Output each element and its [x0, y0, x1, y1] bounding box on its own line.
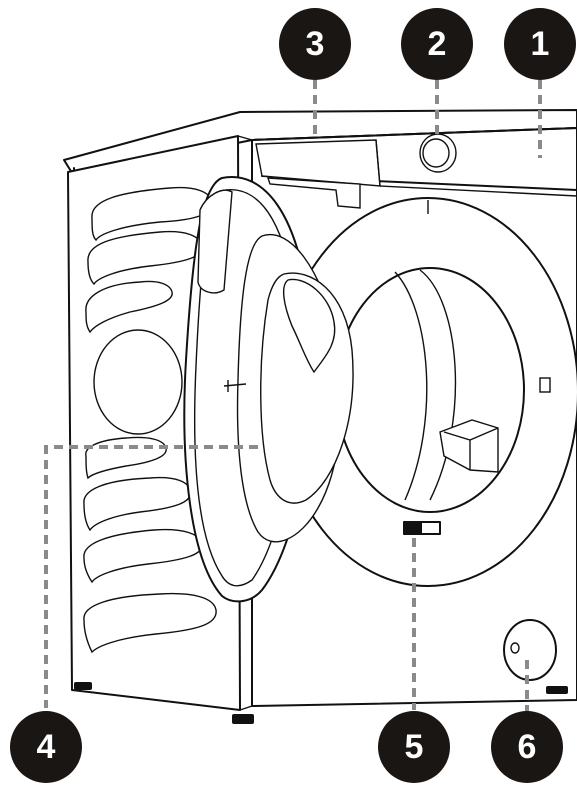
callout-4: 4	[10, 711, 82, 783]
leader-lines	[44, 80, 542, 712]
washing-machine	[63, 109, 577, 724]
callout-1-label: 1	[531, 25, 550, 63]
callout-6-label: 6	[518, 728, 537, 766]
callout-5: 5	[378, 711, 450, 783]
callout-4-label: 4	[37, 728, 56, 766]
callout-5-label: 5	[405, 728, 424, 766]
filter-cover	[503, 619, 557, 681]
drum-paddle	[439, 419, 499, 473]
callout-3: 3	[279, 8, 351, 80]
machine-feet	[74, 682, 568, 724]
leader-line-4	[44, 445, 258, 708]
callout-1: 1	[504, 8, 576, 80]
side-panel-ribs	[83, 186, 217, 654]
callout-2-label: 2	[428, 25, 447, 63]
callout-6: 6	[491, 711, 563, 783]
door-handle	[197, 189, 233, 294]
door	[183, 176, 354, 603]
program-knob	[419, 133, 457, 173]
callout-3-label: 3	[306, 25, 325, 63]
callout-2: 2	[401, 8, 473, 80]
